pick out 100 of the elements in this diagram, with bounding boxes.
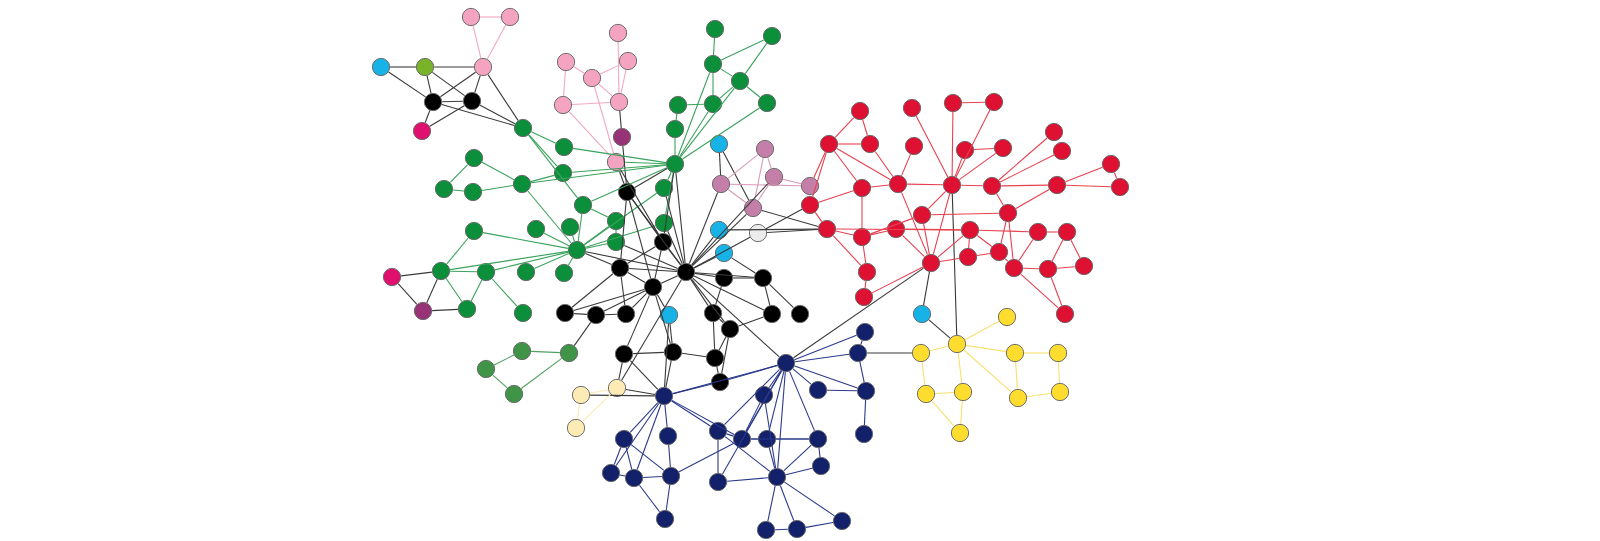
connector-line: [929, 345, 949, 352]
connector-line: [572, 235, 575, 242]
network-node: [755, 139, 775, 159]
connector-line: [571, 164, 667, 173]
connector-line: [764, 403, 777, 469]
network-node: [850, 101, 870, 121]
connector-line: [479, 16, 502, 18]
network-node: [566, 418, 586, 438]
network-node: [790, 304, 810, 324]
connector-line: [452, 189, 465, 192]
connector-line: [793, 334, 858, 361]
network-node: [607, 378, 627, 398]
network-node: [705, 19, 725, 39]
connector-line: [429, 105, 465, 127]
network-node: [703, 303, 723, 323]
connector-line: [688, 191, 719, 265]
connector-line: [731, 257, 756, 274]
connector-line: [963, 349, 1012, 393]
connector-line: [861, 196, 863, 229]
connector-line: [671, 400, 711, 427]
network-node: [1048, 343, 1068, 363]
connector-line: [682, 107, 760, 160]
connector-line: [716, 366, 719, 374]
network-node: [916, 384, 936, 404]
connector-line: [767, 485, 776, 522]
connector-line: [619, 110, 622, 129]
connector-line: [951, 193, 958, 336]
network-node: [888, 174, 908, 194]
connector-line: [654, 250, 662, 279]
connector-line: [638, 484, 661, 513]
network-node: [464, 221, 484, 241]
connector-line: [692, 213, 747, 267]
connector-line: [573, 313, 588, 315]
network-node: [984, 92, 1004, 112]
connector-line: [722, 370, 783, 475]
connector-line: [441, 100, 464, 103]
connector-line: [719, 86, 734, 99]
network-node: [608, 23, 628, 43]
connector-line: [664, 323, 669, 388]
connector-line: [915, 115, 949, 178]
connector-line: [671, 399, 735, 436]
connector-line: [449, 164, 469, 183]
network-node: [852, 178, 872, 198]
network-node: [582, 68, 602, 88]
connector-line: [627, 271, 646, 283]
network-node: [997, 307, 1017, 327]
connector-line: [999, 154, 1055, 183]
connector-line: [951, 111, 954, 177]
network-node: [943, 93, 963, 113]
network-node: [461, 7, 481, 27]
connector-line: [1113, 171, 1118, 180]
connector-line: [923, 271, 930, 306]
network-node: [618, 51, 638, 71]
network-node: [720, 319, 740, 339]
connector-line: [939, 257, 960, 263]
connector-line: [720, 39, 765, 61]
connector-line: [400, 271, 433, 277]
connector-line: [792, 368, 812, 385]
network-node: [848, 343, 868, 363]
network-node: [705, 348, 725, 368]
network-node: [886, 219, 906, 239]
connector-line: [441, 103, 515, 126]
network-node: [476, 262, 496, 282]
connector-line: [745, 402, 761, 432]
connector-line: [388, 71, 426, 98]
connector-line: [794, 365, 858, 389]
network-node: [610, 258, 630, 278]
connector-line: [1015, 188, 1050, 210]
network-node: [1028, 222, 1048, 242]
connector-line: [775, 438, 810, 440]
connector-line: [835, 230, 854, 236]
connector-line: [732, 277, 755, 279]
connector-line: [677, 71, 711, 157]
connector-line: [630, 444, 665, 471]
connector-line: [627, 246, 656, 264]
network-node: [1110, 177, 1130, 197]
connector-line: [957, 352, 963, 384]
network-node: [606, 232, 626, 252]
network-node: [371, 57, 391, 77]
connector-line: [599, 64, 621, 75]
network-node: [464, 148, 484, 168]
connector-line: [582, 393, 612, 423]
connector-line: [968, 238, 970, 249]
connector-line: [1026, 392, 1052, 398]
connector-line: [530, 131, 557, 144]
connector-line: [474, 75, 481, 93]
network-node: [653, 232, 673, 252]
network-node: [512, 341, 532, 361]
connector-line: [627, 294, 650, 347]
connector-line: [782, 178, 802, 185]
network-node: [953, 382, 973, 402]
connector-line: [921, 361, 926, 386]
connector-line: [668, 444, 671, 468]
connector-line: [835, 228, 962, 231]
connector-line: [694, 272, 755, 278]
connector-line: [667, 171, 672, 181]
connector-line: [573, 66, 585, 74]
connector-line: [472, 25, 482, 59]
connector-line: [620, 276, 626, 306]
connector-line: [768, 371, 785, 431]
